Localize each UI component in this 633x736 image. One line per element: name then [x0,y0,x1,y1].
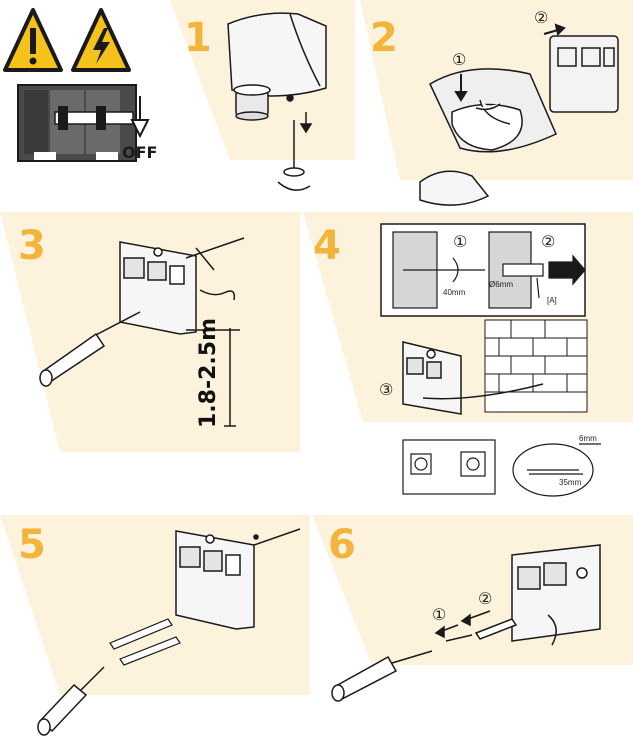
step-4-panel: 4 ① ② ③ Ø6mm 40mm [A] 6mm 35mm [303,212,633,502]
breaker-switch-icon [17,84,150,162]
screwdriver-illustration [39,311,141,387]
step-marker-2: ② [478,589,493,608]
drill-depth-label: 40mm [443,288,466,297]
step-6-panel: 6 ① ② [312,515,633,736]
step-6-number: 6 [328,522,356,568]
height-dimension [186,328,240,427]
screws-and-anchors [109,618,181,666]
wall-box-illustration [402,341,544,415]
step-background [0,212,300,452]
step-marker-2: ② [541,232,556,251]
wire-stripping-detail [402,439,601,497]
high-voltage-icon [71,8,131,72]
step-5-number: 5 [18,522,46,568]
direction-arrows [454,23,566,102]
wall-box-illustration [119,237,245,335]
step-4-number: 4 [313,223,341,269]
strip-length-short-label: 6mm [579,434,597,443]
step-1-number: 1 [184,15,212,61]
wall-box-illustration [175,528,301,630]
wall-box-illustration [511,544,601,646]
drilling-detail-illustration [392,231,586,309]
off-label: OFF [122,143,158,162]
drill-diameter-label: Ø6mm [489,280,513,289]
step-marker-1: ① [432,605,447,624]
step-marker-2: ② [534,8,549,27]
cable-connection-illustration [434,610,518,642]
exclamation-warning-icon [3,8,63,72]
step-2-number: 2 [370,15,398,61]
step-marker-3: ③ [379,380,394,399]
step-marker-1: ① [453,232,468,251]
thermostat-device-illustration [227,12,327,121]
screwdriver-illustration [331,650,433,702]
strip-length-long-label: 35mm [559,478,582,487]
step-3-number: 3 [18,223,46,269]
warning-panel: OFF [0,0,170,175]
step-3-panel: 3 1.8-2.5m [0,212,300,502]
part-reference-label: [A] [547,296,557,305]
step-marker-1: ① [452,50,467,69]
screw-release-illustration [277,112,313,191]
brick-wall-illustration [484,319,588,413]
mounting-height-label: 1.8-2.5m [196,318,221,428]
step-5-panel: 5 [0,515,310,736]
step-2-panel: 2 ① ② [360,0,633,210]
screwdriver-illustration [37,666,105,736]
device-wall-box-illustration [549,35,619,113]
step-1-panel: 1 [170,0,355,200]
